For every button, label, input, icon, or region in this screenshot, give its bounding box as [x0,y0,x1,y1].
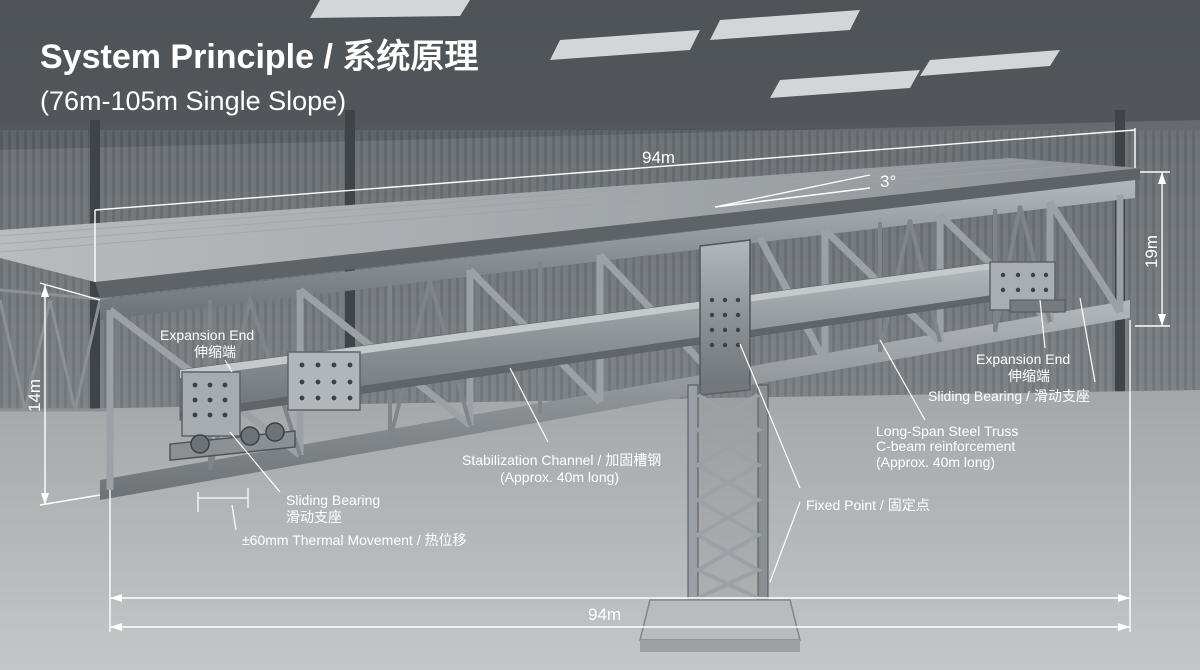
roof-deck [0,158,1140,282]
floor [0,390,1200,670]
concrete-footing [639,599,801,641]
bottom-span-label: 94m [588,605,621,624]
stabilization-channel-length: (Approx. 40m long) [500,469,619,485]
skylights [310,0,1060,98]
sliding-bearing-left-zh: 滑动支座 [286,509,342,525]
long-span-truss-reinforcement: C-beam reinforcement [876,438,1015,454]
footing-base [640,640,800,652]
channel-flange-bottom [180,294,1000,420]
dimension-lines [39,128,1170,632]
leader-lines [197,297,1096,583]
left-sliding-bearing [169,422,296,461]
bolt-group-right [1000,272,1049,293]
sliding-bearing-right-label: Sliding Bearing / 滑动支座 [928,388,1090,404]
dimension-arrows [41,172,1166,631]
right-height-label: 19m [1142,235,1161,268]
top-span-dimension-line [94,129,1136,211]
long-span-truss-label: Long-Span Steel Truss [876,423,1018,439]
roof-edge [95,168,1140,298]
sliding-bearing-left-en: Sliding Bearing [286,492,380,508]
thermal-movement-label: ±60mm Thermal Movement / 热位移 [242,532,466,548]
expansion-end-right-en: Expansion End [976,351,1070,367]
expansion-end-left-zh: 伸缩端 [194,344,236,360]
page-subtitle: (76m-105m Single Slope) [40,86,346,116]
truss-top-chord [100,180,1135,320]
left-height-label: 14m [25,379,44,412]
left-end-plate [181,371,241,437]
column-bolts [709,297,741,348]
truss-bottom-chord [100,300,1130,500]
right-bearing-base [1009,299,1066,313]
page-title: System Principle / 系统原理 [40,38,478,76]
bolt-group-left [192,362,353,418]
expansion-end-left-en: Expansion End [160,327,254,343]
top-span-label: 94m [642,148,675,167]
channel-flange-top [180,262,1000,378]
ceiling [0,0,1200,150]
column-head [699,239,751,396]
stabilization-channel-label: Stabilization Channel / 加固槽钢 [462,452,661,468]
slope-angle-label: 3° [880,172,896,191]
expansion-end-right-zh: 伸缩端 [1008,368,1050,384]
lattice-column [687,384,769,601]
fixed-point-label: Fixed Point / 固定点 [806,497,930,513]
long-span-truss-length: (Approx. 40m long) [876,454,995,470]
